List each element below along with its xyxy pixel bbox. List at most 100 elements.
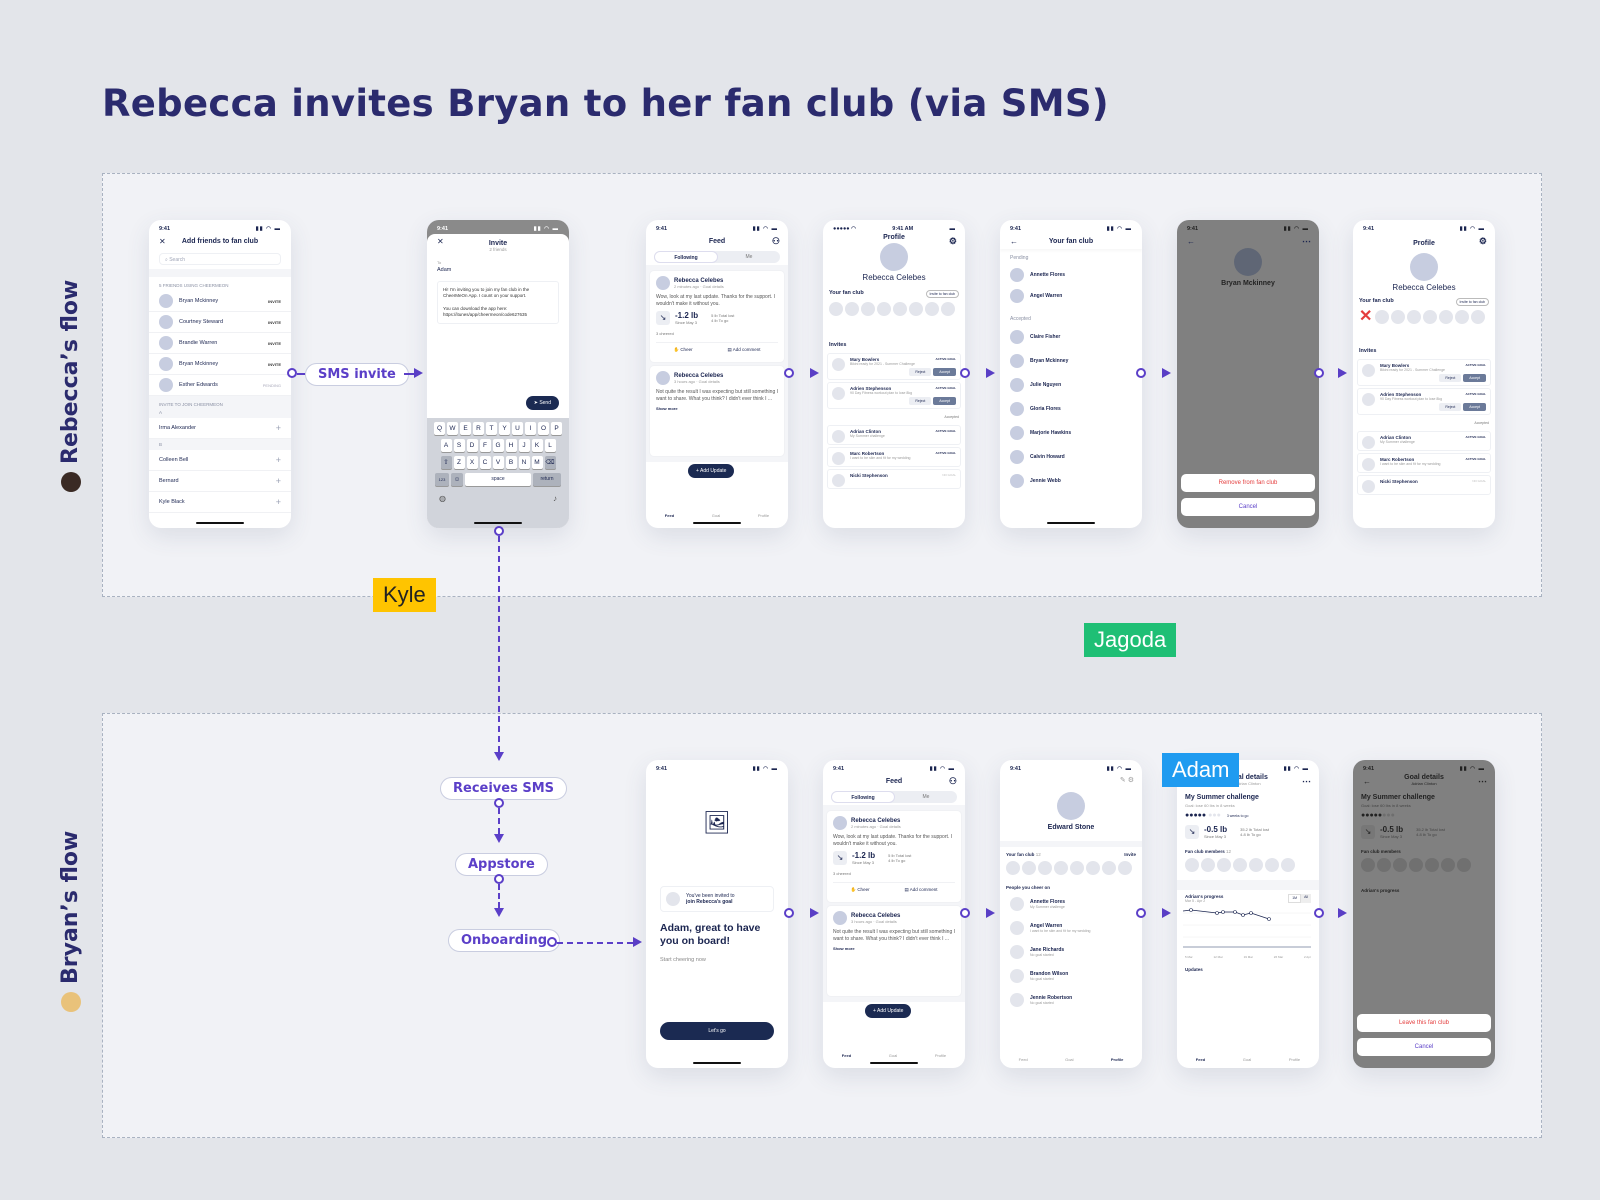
member-row[interactable]: Annette Flores [1000,264,1142,285]
tab-profile[interactable]: Profile [934,1053,947,1058]
search-input[interactable]: ⌕ Search [159,253,281,265]
space-key[interactable]: space [465,473,531,486]
key-i[interactable]: I [525,422,536,435]
more-icon[interactable]: ⋯ [1478,776,1487,786]
key-r[interactable]: R [473,422,484,435]
edit-icon[interactable]: ✎ [1119,777,1126,784]
member-row[interactable]: Julie Nguyen [1000,373,1142,397]
more-icon[interactable]: ⋯ [1302,236,1311,246]
emoji-key[interactable]: ☺ [451,473,463,486]
accept-button[interactable]: Accept [1463,374,1486,382]
backspace-key[interactable]: ⌫ [544,456,556,469]
key-q[interactable]: Q [434,422,445,435]
tab-profile[interactable]: Profile [757,513,770,518]
accept-button[interactable]: Accept [933,397,956,405]
contact-row[interactable]: Bernard+ [149,471,291,492]
key-w[interactable]: W [447,422,458,435]
member-row[interactable]: Gloria Flores [1000,397,1142,421]
back-arrow-icon[interactable]: ← [1187,237,1195,246]
globe-icon[interactable]: ◍ [439,494,446,503]
cancel-button[interactable]: Cancel [1181,498,1315,516]
accept-button[interactable]: Accept [933,368,956,376]
key-v[interactable]: V [492,456,504,469]
member-row[interactable]: Jennie Webb [1000,469,1142,493]
key-j[interactable]: J [518,439,530,452]
add-comment-button[interactable]: ▤ Add comment [727,347,761,352]
tab-profile[interactable]: Profile [1110,1057,1124,1062]
leave-fan-club-button[interactable]: Leave this fan club [1357,1014,1491,1032]
member-row[interactable]: Calvin Howard [1000,445,1142,469]
reject-button[interactable]: Reject [1439,403,1462,411]
key-n[interactable]: N [518,456,530,469]
key-s[interactable]: S [453,439,465,452]
plus-icon[interactable]: + [275,476,281,486]
key-g[interactable]: G [492,439,504,452]
invite-button[interactable]: INVITE [268,340,281,346]
feed-tabs[interactable]: Following Me [831,791,957,803]
add-update-button[interactable]: + Add Update [688,464,735,478]
tab-feed[interactable]: Feed [1195,1057,1206,1062]
range-all-button[interactable]: All [1301,894,1311,903]
tab-me[interactable]: Me [922,794,930,800]
tab-feed[interactable]: Feed [841,1053,852,1058]
tab-feed[interactable]: Feed [664,513,675,518]
key-k[interactable]: K [531,439,543,452]
key-o[interactable]: O [538,422,549,435]
return-key[interactable]: return [533,473,561,486]
reject-button[interactable]: Reject [909,368,932,376]
show-more-link[interactable]: Show more [833,946,855,951]
plus-icon[interactable]: + [275,423,281,433]
close-icon[interactable]: ✕ [159,237,166,246]
tab-following[interactable]: Following [831,791,895,803]
cheer-button[interactable]: ✋ Cheer [673,347,693,352]
close-icon[interactable]: ✕ [437,237,444,246]
tab-following[interactable]: Following [654,251,718,263]
cancel-button[interactable]: Cancel [1357,1038,1491,1056]
key-h[interactable]: H [505,439,517,452]
member-row[interactable]: Angel Warren [1000,285,1142,306]
key-z[interactable]: Z [453,456,465,469]
invite-to-fan-club-button[interactable]: Invite to fan club [925,290,959,298]
key-a[interactable]: A [440,439,452,452]
more-icon[interactable]: ⋯ [1302,776,1311,786]
invite-button[interactable]: INVITE [268,361,281,367]
add-friends-icon[interactable]: ⚇ [771,236,780,246]
message-field[interactable]: Hi! I'm inviting you to join my fan club… [437,281,559,325]
show-more-link[interactable]: Show more [656,406,678,411]
gear-icon[interactable]: ⚙ [948,236,957,246]
key-x[interactable]: X [466,456,478,469]
add-update-button[interactable]: + Add Update [865,1004,912,1018]
remove-from-fan-club-button[interactable]: Remove from fan club [1181,474,1315,492]
key-d[interactable]: D [466,439,478,452]
member-row[interactable]: Marjorie Hawkins [1000,421,1142,445]
back-arrow-icon[interactable]: ← [1363,777,1371,786]
key-b[interactable]: B [505,456,517,469]
accept-button[interactable]: Accept [1463,403,1486,411]
contact-row[interactable]: Colleen Bell+ [149,450,291,471]
plus-icon[interactable]: + [275,455,281,465]
key-f[interactable]: F [479,439,491,452]
plus-icon[interactable]: + [275,497,281,507]
add-friends-icon[interactable]: ⚇ [948,776,957,786]
add-comment-button[interactable]: ▤ Add comment [904,887,938,892]
microphone-icon[interactable]: ♪ [553,494,557,503]
invite-button[interactable]: INVITE [268,298,281,304]
key-u[interactable]: U [512,422,523,435]
tab-goal[interactable]: Goal [888,1053,898,1058]
tab-goal[interactable]: Goal [711,513,721,518]
key-p[interactable]: P [551,422,562,435]
reject-button[interactable]: Reject [1439,374,1462,382]
